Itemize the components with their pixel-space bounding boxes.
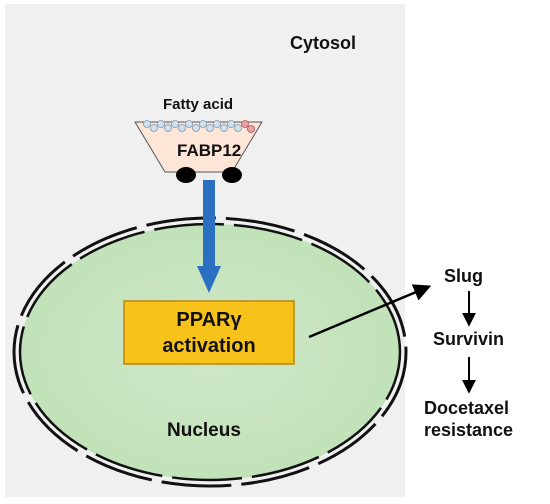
slug-label: Slug [444,266,483,286]
nucleus-label: Nucleus [167,420,241,441]
ppar-activation-label: PPARγ activation [124,307,294,359]
fabp12-label: FABP12 [177,141,242,160]
docetaxel-resistance-label: Docetaxel resistance [424,397,513,441]
docetaxel-line-1: Docetaxel [424,398,510,418]
docetaxel-line-2: resistance [424,420,514,440]
arrow-ppar-to-slug [308,284,432,339]
survivin-label: Survivin [433,329,505,349]
fabp12-foot-left [176,167,196,183]
fabp12-foot-right [222,167,242,183]
fatty-acid-label: Fatty acid [163,96,234,113]
fatty-acid-chain [143,120,255,133]
ppar-activation-box [123,300,295,365]
cytosol-label: Cytosol [290,33,357,53]
ppar-line-2: activation [162,335,256,357]
ppar-line-1: PPARγ [176,309,242,331]
blue-arrow-fabp-to-ppar [197,180,221,293]
